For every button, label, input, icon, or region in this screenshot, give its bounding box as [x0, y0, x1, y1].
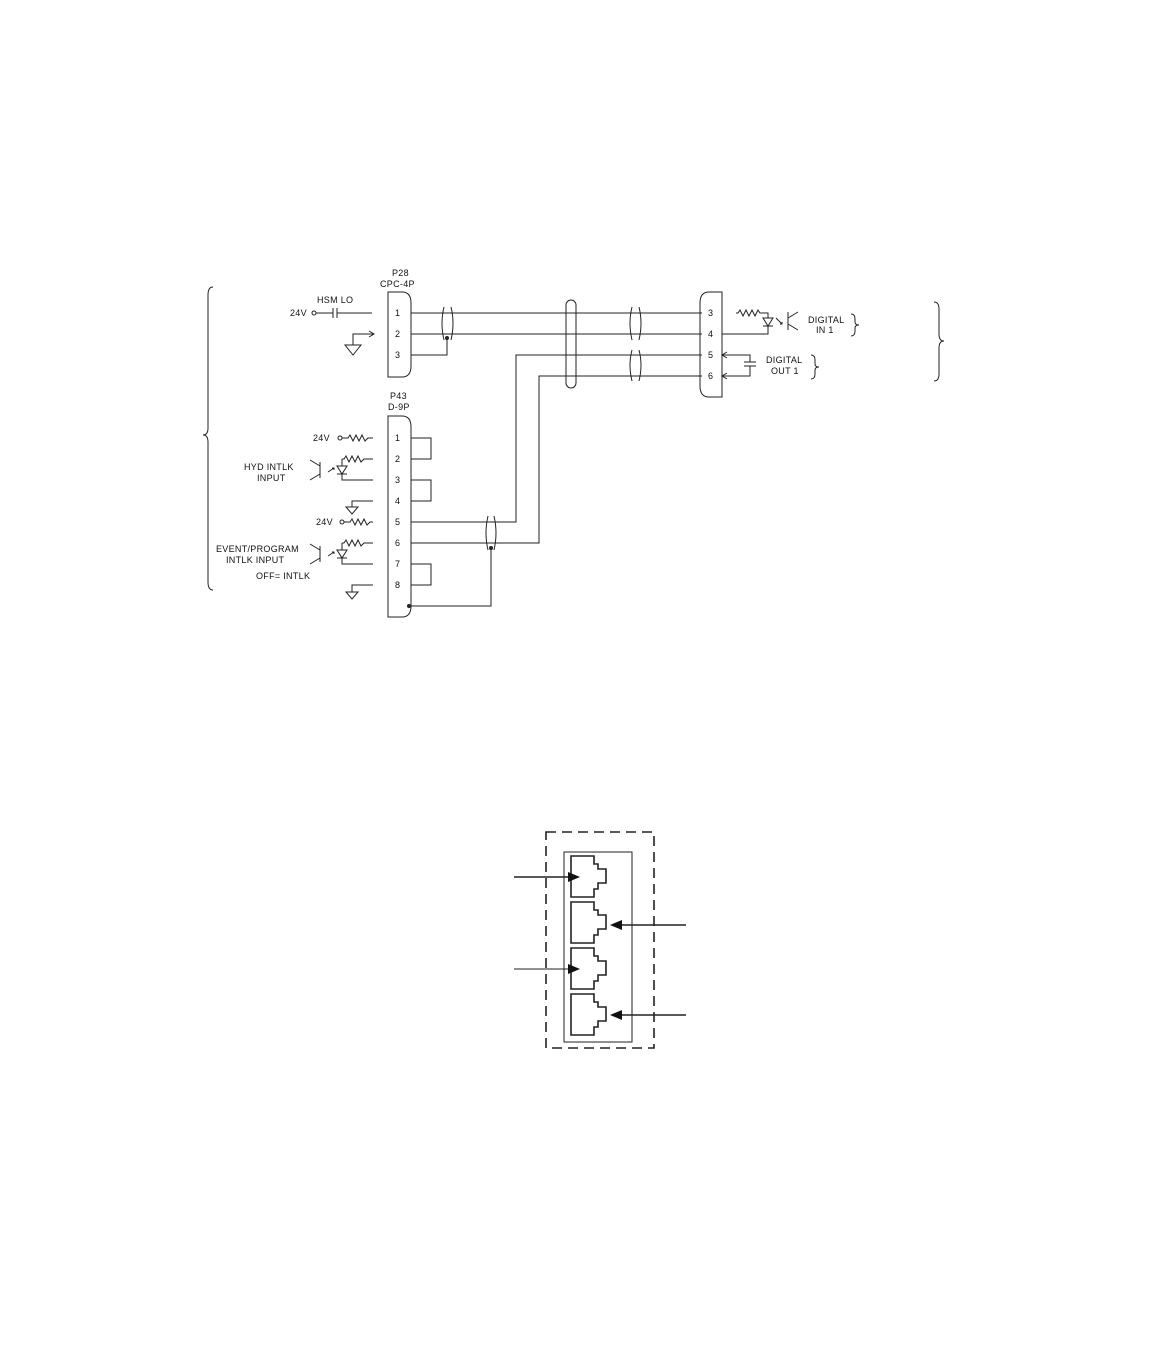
- p43-shield-junction: [489, 546, 493, 550]
- event-intlk-return-wire: [342, 558, 373, 564]
- event-intlk-label-line1: EVENT/PROGRAM: [216, 544, 299, 554]
- p43-pin8-ground-icon: [346, 592, 358, 599]
- digital-out-label-line2: OUT 1: [771, 366, 799, 376]
- p43-24v-label-a: 24V: [313, 433, 330, 443]
- p43-pin4-ground-icon: [346, 507, 358, 514]
- digital-in-light-arrow: [776, 318, 782, 324]
- p43-pin6-wire: [411, 376, 702, 543]
- hyd-intlk-transistor-collector: [310, 460, 320, 466]
- right-brace: [934, 302, 944, 381]
- p43-jumper-1-2: [411, 438, 431, 459]
- hyd-intlk-led-icon: [337, 466, 347, 474]
- remote-pin-6: 6: [708, 371, 713, 381]
- remote-shield-upper-left: [630, 307, 632, 340]
- p43-jumper-3-4: [411, 480, 431, 501]
- digital-in-label-line1: DIGITAL: [808, 315, 844, 325]
- port-4-icon: [571, 994, 606, 1035]
- event-intlk-label-line2: INTLK INPUT: [226, 555, 285, 565]
- digital-in-transistor-emitter: [788, 324, 798, 330]
- remote-pin-4: 4: [708, 329, 713, 339]
- hyd-intlk-light-arrow: [328, 468, 334, 472]
- p28-pin3-shield-drain: [411, 338, 447, 355]
- port-1-arrowhead-icon: [568, 872, 580, 882]
- event-intlk-led-icon: [337, 550, 347, 558]
- port-2-arrowhead-icon: [610, 920, 622, 930]
- digital-in-led-icon: [763, 318, 773, 326]
- p43-shield-arc-right: [494, 516, 496, 550]
- digital-in-brace: [851, 314, 859, 336]
- p28-pin-1: 1: [395, 308, 400, 318]
- p28-pin-2: 2: [395, 329, 400, 339]
- digital-out-brace: [811, 355, 819, 379]
- digital-in-label-line2: IN 1: [816, 325, 834, 335]
- hsm-lo-label: HSM LO: [317, 295, 353, 305]
- remote-pin-5: 5: [708, 350, 713, 360]
- event-intlk-transistor-collector: [310, 544, 320, 550]
- p43-pin8-ground-wire: [352, 585, 373, 592]
- p28-pin-3: 3: [395, 350, 400, 360]
- digital-out-label-line1: DIGITAL: [766, 355, 802, 365]
- event-intlk-light-arrow: [328, 552, 334, 556]
- p43-24v-label-b: 24V: [316, 517, 333, 527]
- p28-24v-label: 24V: [290, 308, 307, 318]
- p43-type-label: D-9P: [388, 402, 410, 412]
- p43-pin-8: 8: [395, 580, 400, 590]
- p28-supply-terminal: [312, 311, 316, 315]
- p43-pin-1: 1: [395, 433, 400, 443]
- p43-pin-3: 3: [395, 475, 400, 485]
- p43-pin5-resistor: [344, 519, 373, 525]
- remote-pin-3: 3: [708, 308, 713, 318]
- digital-out-wire-b: [722, 366, 750, 376]
- p43-shield-drain: [411, 548, 491, 606]
- p43-pin5-wire: [411, 355, 702, 522]
- p43-supply-terminal-b: [340, 520, 344, 524]
- digital-out-wire-a: [722, 355, 750, 362]
- hyd-intlk-transistor-emitter: [310, 474, 320, 480]
- p43-pin-4: 4: [395, 496, 400, 506]
- digital-in-resistor: [736, 310, 768, 318]
- off-intlk-label: OFF= INTLK: [256, 571, 310, 581]
- digital-in-return-wire: [722, 326, 768, 334]
- remote-shield-upper-right: [639, 307, 641, 340]
- event-intlk-transistor-emitter: [310, 558, 320, 564]
- p43-supply-terminal-a: [338, 436, 342, 440]
- p28-shield-arc-left: [442, 307, 444, 340]
- p28-ground-icon: [345, 345, 361, 355]
- p43-shell-junction: [407, 604, 411, 608]
- port-2-icon: [571, 902, 606, 943]
- p43-pin-7: 7: [395, 559, 400, 569]
- p43-pin-2: 2: [395, 454, 400, 464]
- p28-shield-junction: [445, 336, 449, 340]
- hyd-intlk-label-line1: HYD INTLK: [244, 462, 294, 472]
- digital-in-transistor-collector: [788, 312, 798, 318]
- p43-pin4-ground-wire: [352, 501, 373, 507]
- p43-shield-arc-left: [486, 516, 488, 550]
- p43-ref-label: P43: [390, 391, 407, 401]
- p28-ref-label: P28: [392, 268, 409, 278]
- p28-type-label: CPC-4P: [380, 279, 415, 289]
- p43-pin-5: 5: [395, 517, 400, 527]
- left-brace: [203, 287, 213, 590]
- hyd-intlk-label-line2: INPUT: [257, 473, 286, 483]
- port-3-arrowhead-icon: [568, 964, 580, 974]
- hyd-intlk-resistor: [342, 456, 373, 462]
- p43-jumper-7-8: [411, 564, 431, 585]
- event-intlk-resistor: [342, 540, 373, 546]
- p43-pin1-resistor: [342, 435, 373, 441]
- p28-shield-arc-right: [451, 307, 453, 340]
- port-4-arrowhead-icon: [610, 1010, 622, 1020]
- p43-pin-6: 6: [395, 538, 400, 548]
- hyd-intlk-return-wire: [342, 474, 373, 480]
